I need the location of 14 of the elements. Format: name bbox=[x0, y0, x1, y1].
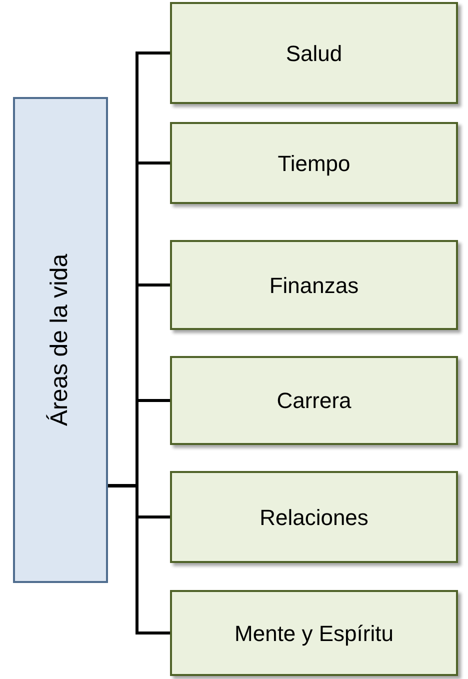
box-label: Carrera bbox=[276, 387, 352, 415]
area-box bbox=[170, 2, 458, 104]
box-label: Mente y Espíritu bbox=[234, 620, 394, 648]
box-label: Tiempo bbox=[278, 150, 350, 178]
area-box bbox=[170, 471, 458, 563]
category-box bbox=[13, 97, 108, 583]
area-box bbox=[170, 240, 458, 330]
box-label: Relaciones bbox=[260, 504, 368, 532]
area-box bbox=[170, 122, 458, 204]
box-label: Finanzas bbox=[269, 272, 359, 300]
area-box bbox=[170, 356, 458, 445]
area-box bbox=[170, 590, 458, 676]
box-label: Salud bbox=[286, 40, 342, 68]
box-label: Áreas de la vida bbox=[45, 254, 74, 426]
